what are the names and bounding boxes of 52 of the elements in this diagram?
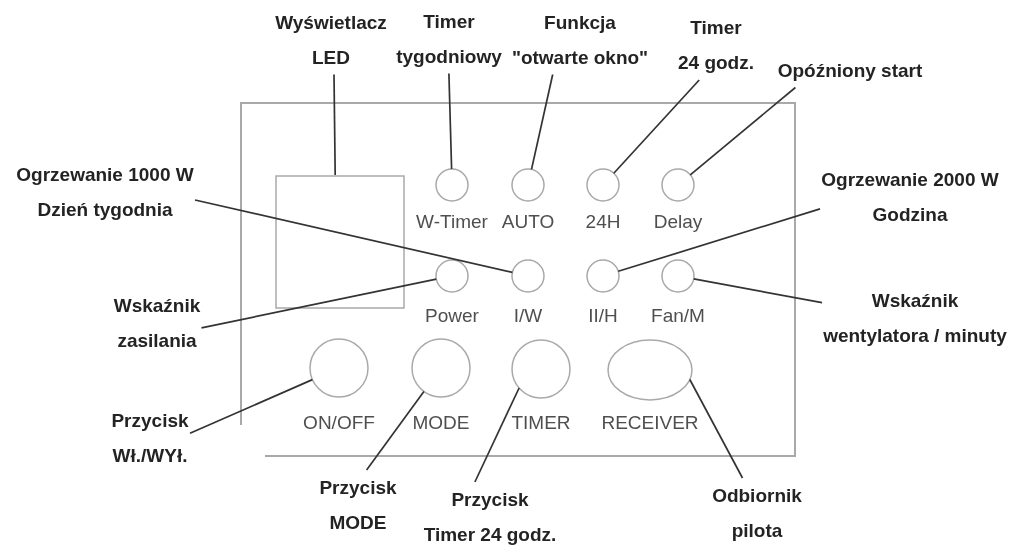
callout-text: Przycisk Wł./WYł. — [110, 402, 190, 473]
display-window — [275, 175, 405, 309]
callout-text: Timer 24 godz. — [676, 10, 756, 80]
callout-text: Odbiornik pilota — [711, 478, 803, 548]
leader-line — [194, 199, 514, 274]
panel-label: MODE — [412, 411, 470, 435]
callout-text: Przycisk Timer 24 godz. — [422, 482, 558, 552]
panel-label: Power — [425, 304, 479, 328]
leader-line — [200, 278, 438, 329]
panel-label: I/W — [513, 304, 543, 328]
panel-label: AUTO — [501, 210, 555, 234]
round-button — [511, 339, 571, 399]
receiver-window — [607, 339, 693, 401]
leader-line — [692, 278, 823, 304]
panel-label: Delay — [653, 210, 703, 234]
callout-text: Przycisk MODE — [318, 470, 398, 540]
panel-label: TIMER — [511, 411, 571, 435]
callout-text: Ogrzewanie 2000 W Godzina — [820, 162, 1000, 232]
callout-text: Opóźniony start — [776, 52, 924, 88]
indicator-lamp — [435, 168, 469, 202]
panel-label: 24H — [585, 210, 621, 234]
callout-text: Funkcja "otwarte okno" — [510, 4, 650, 75]
round-button — [309, 338, 369, 398]
leader-line — [365, 390, 425, 471]
callout-text: Wyświetlacz LED — [274, 4, 388, 75]
callout-text: Ogrzewanie 1000 W Dzień tygodnia — [15, 157, 195, 227]
panel-label: ON/OFF — [303, 411, 375, 435]
indicator-lamp — [435, 259, 469, 293]
panel-label: Fan/M — [651, 304, 705, 328]
panel-label: RECEIVER — [601, 411, 699, 435]
leader-line — [448, 72, 453, 170]
callout-text: Timer tygodniowy — [395, 3, 503, 74]
callout-text: Wskaźnik wentylatora / minuty — [822, 282, 1008, 353]
control-panel — [240, 102, 796, 457]
leader-line — [189, 378, 314, 435]
callout-text: Wskaźnik zasilania — [112, 288, 202, 358]
leader-line — [688, 378, 744, 479]
indicator-lamp — [511, 168, 545, 202]
leader-line — [689, 86, 797, 176]
leader-line — [612, 79, 701, 175]
leader-line — [617, 208, 821, 273]
panel-label: W-Timer — [416, 210, 488, 234]
round-button — [411, 338, 471, 398]
indicator-lamp — [511, 259, 545, 293]
leader-line — [333, 73, 337, 176]
indicator-lamp — [586, 259, 620, 293]
indicator-lamp — [586, 168, 620, 202]
indicator-lamp — [661, 168, 695, 202]
leader-line — [530, 73, 554, 171]
leader-line — [474, 387, 520, 483]
panel-label: II/H — [588, 304, 618, 328]
indicator-lamp — [661, 259, 695, 293]
